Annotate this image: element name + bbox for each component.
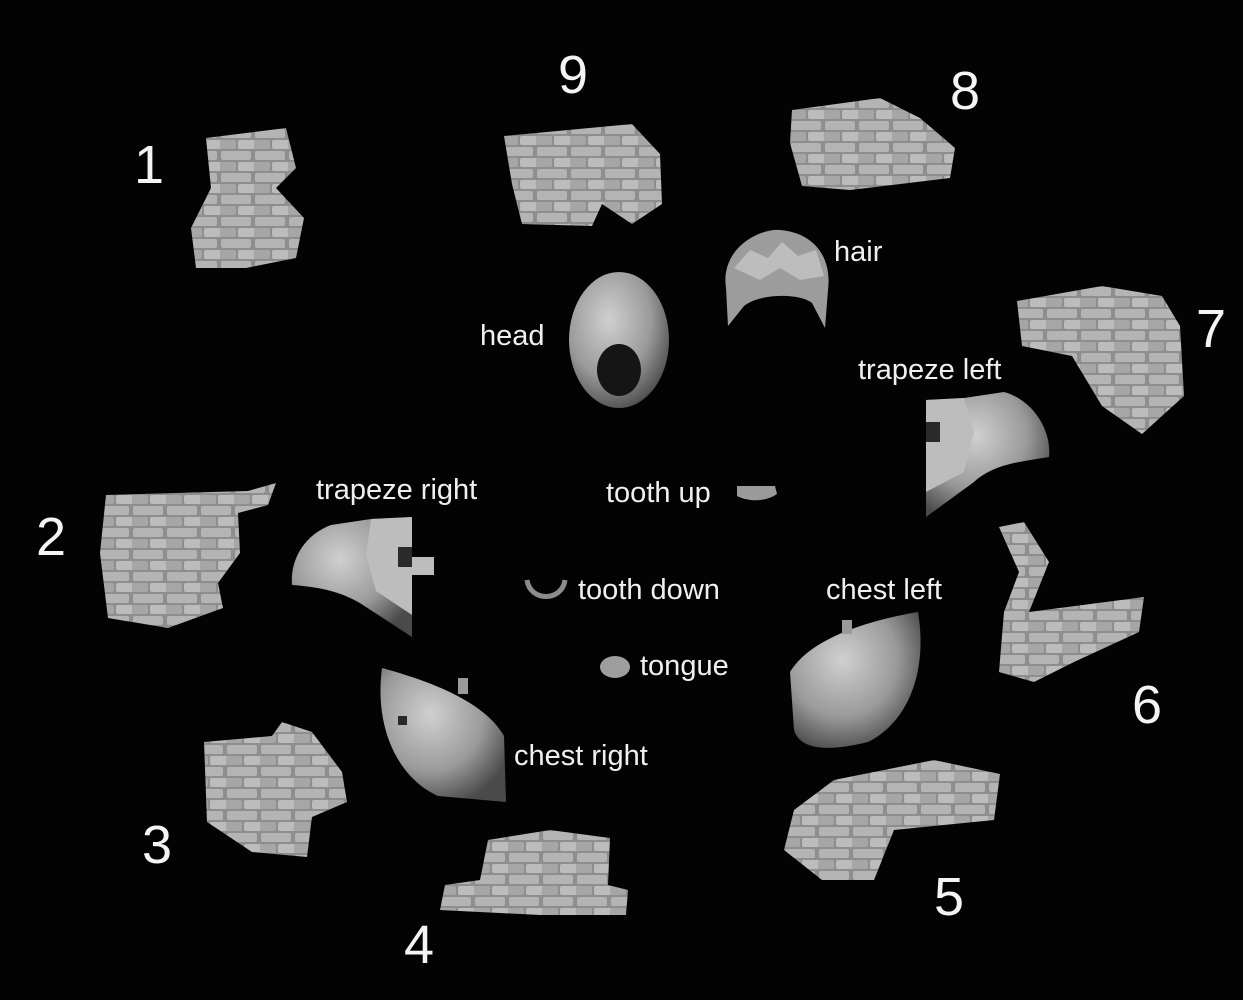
head-mesh[interactable] [564,270,674,430]
wall-piece-8-mesh[interactable] [790,98,960,193]
wall-piece-9-mesh[interactable] [502,124,664,229]
trapeze-right-label: trapeze right [316,474,478,506]
head-label: head [480,320,545,352]
wall-piece-1-number: 1 [134,135,165,195]
chest-left-mesh[interactable] [778,612,928,752]
chest-right-label: chest right [514,740,648,772]
wall-piece-1-mesh[interactable] [186,128,306,278]
wall-piece-9-number: 9 [558,45,589,105]
wall-piece-2-mesh[interactable] [98,483,278,643]
wall-piece-3-mesh[interactable] [192,722,352,862]
hair-label: hair [834,236,883,268]
tooth-down-mesh[interactable] [524,576,568,604]
tongue-label: tongue [640,650,729,682]
wall-piece-7-mesh[interactable] [1012,286,1187,436]
tooth-up-mesh[interactable] [735,484,779,504]
chest-right-mesh[interactable] [378,668,510,804]
tooth-up-label: tooth up [606,477,711,509]
wall-piece-4-mesh[interactable] [440,830,630,920]
wall-piece-5-number: 5 [934,867,965,927]
trapeze-left-label: trapeze left [858,354,1002,386]
chest-left-label: chest left [826,574,943,606]
hair-mesh[interactable] [720,228,832,330]
wall-piece-4-number: 4 [404,915,435,975]
trapeze-left-mesh[interactable] [924,392,1054,517]
tongue-mesh[interactable] [598,654,632,680]
wall-piece-7-number: 7 [1196,299,1227,359]
wall-piece-5-mesh[interactable] [784,760,1004,885]
wall-piece-6-mesh[interactable] [994,522,1149,687]
wall-piece-3-number: 3 [142,815,173,875]
wall-piece-8-number: 8 [950,61,981,121]
wall-piece-6-number: 6 [1132,675,1163,735]
trapeze-right-mesh[interactable] [286,515,438,640]
tooth-down-label: tooth down [578,574,720,606]
wall-piece-2-number: 2 [36,507,67,567]
